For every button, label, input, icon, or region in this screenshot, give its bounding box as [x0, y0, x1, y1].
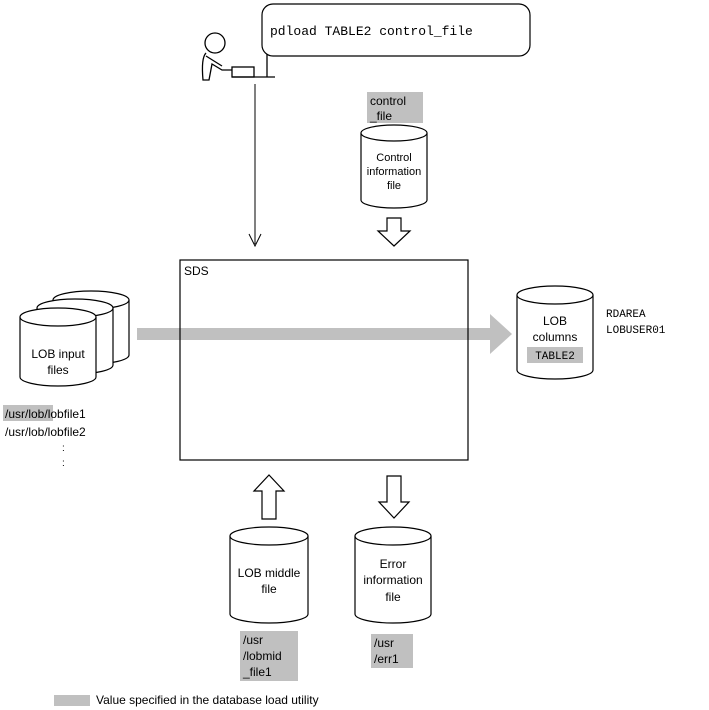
- error-file-path-line-2: /err1: [374, 652, 399, 666]
- lob-input-files-cylinder: [19, 290, 130, 387]
- user-icon: [201, 32, 275, 81]
- legend-text: Value specified in the database load uti…: [96, 693, 319, 707]
- lob-input-continuation-1: :: [62, 443, 65, 454]
- control-to-sds-arrow: [376, 217, 412, 247]
- control-file-highlight: [367, 92, 423, 123]
- sds-to-error-file-arrow: [377, 475, 411, 519]
- lob-input-path-1: /usr/lob/lobfile1: [5, 407, 86, 421]
- error-file-name-line-1: Error: [380, 557, 407, 571]
- error-file-path-line-1: /usr: [374, 636, 394, 650]
- lob-middle-path-line-1: /usr: [243, 633, 263, 647]
- lob-input-path-highlight: [3, 405, 53, 421]
- rdarea-label: RDAREA: [606, 309, 646, 321]
- control-file-name-line-1: Control: [376, 152, 411, 164]
- lob-middle-path-line-3: _file1: [242, 665, 272, 679]
- lob-columns-name-line-2: columns: [533, 330, 578, 344]
- command-box: pdload TABLE2 control_file: [261, 3, 531, 57]
- lob-middle-to-sds-arrow: [252, 474, 286, 520]
- legend-swatch: [54, 694, 90, 706]
- lob-middle-name-line-2: file: [261, 582, 277, 596]
- error-file-path-highlight: [371, 634, 413, 668]
- load-flow-arrow: [137, 314, 512, 354]
- control-file-name-line-2: information: [367, 166, 421, 178]
- error-file-name-line-2: information: [363, 573, 422, 587]
- lob-input-continuation-2: :: [62, 458, 65, 469]
- error-information-file-cylinder: [354, 526, 432, 624]
- lob-input-name-line-1: LOB input: [31, 347, 85, 361]
- lob-input-path-2: /usr/lob/lobfile2: [5, 425, 86, 439]
- command-text: pdload TABLE2 control_file: [270, 24, 473, 39]
- control-file-label-line-2: _file: [369, 109, 392, 123]
- lob-middle-name-line-1: LOB middle: [238, 566, 301, 580]
- control-information-file-cylinder: [360, 124, 428, 209]
- rdarea-name: LOBUSER01: [606, 325, 666, 337]
- lob-columns-table-highlight: [527, 347, 583, 363]
- control-file-label-line-1: control: [370, 94, 406, 108]
- lob-columns-name-line-1: LOB: [543, 314, 567, 328]
- lob-columns-table-name: TABLE2: [535, 351, 575, 363]
- control-file-name-line-3: file: [387, 180, 401, 192]
- lob-middle-file-cylinder: [229, 526, 309, 624]
- command-arrow: [248, 84, 262, 248]
- sds-label: SDS: [184, 264, 209, 278]
- lob-input-name-line-2: files: [47, 363, 68, 377]
- error-file-name-line-3: file: [385, 590, 401, 604]
- lob-middle-path-highlight: [240, 631, 298, 681]
- sds-box: [179, 259, 469, 461]
- lob-middle-path-line-2: /lobmid: [243, 649, 282, 663]
- legend: Value specified in the database load uti…: [54, 692, 319, 708]
